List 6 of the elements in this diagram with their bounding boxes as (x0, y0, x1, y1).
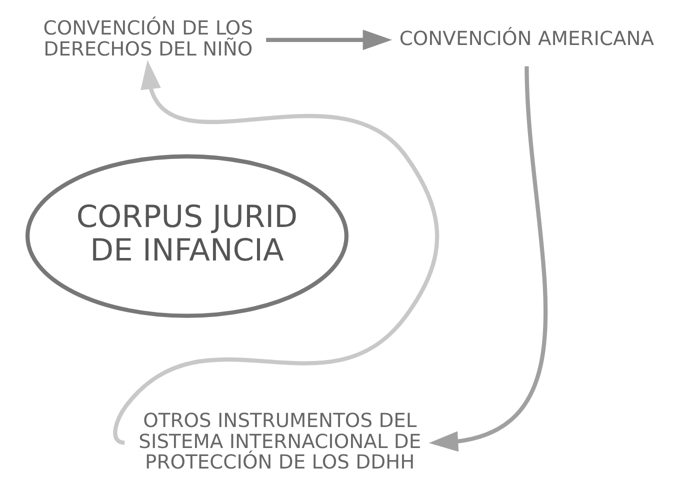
node-ellipse: CORPUS JURID DE INFANCIA (24, 154, 348, 318)
arrow (266, 30, 392, 50)
arrow (428, 66, 548, 452)
node-text: CONVENCIÓN DE LOS DERECHOS DEL NIÑO (42, 16, 253, 60)
node-text: CONVENCIÓN AMERICANA (398, 27, 654, 50)
node-text: OTROS INSTRUMENTOS DEL SISTEMA INTERNACIONAL DE PROTECCIÓN DE LOS DDHH (138, 409, 421, 474)
